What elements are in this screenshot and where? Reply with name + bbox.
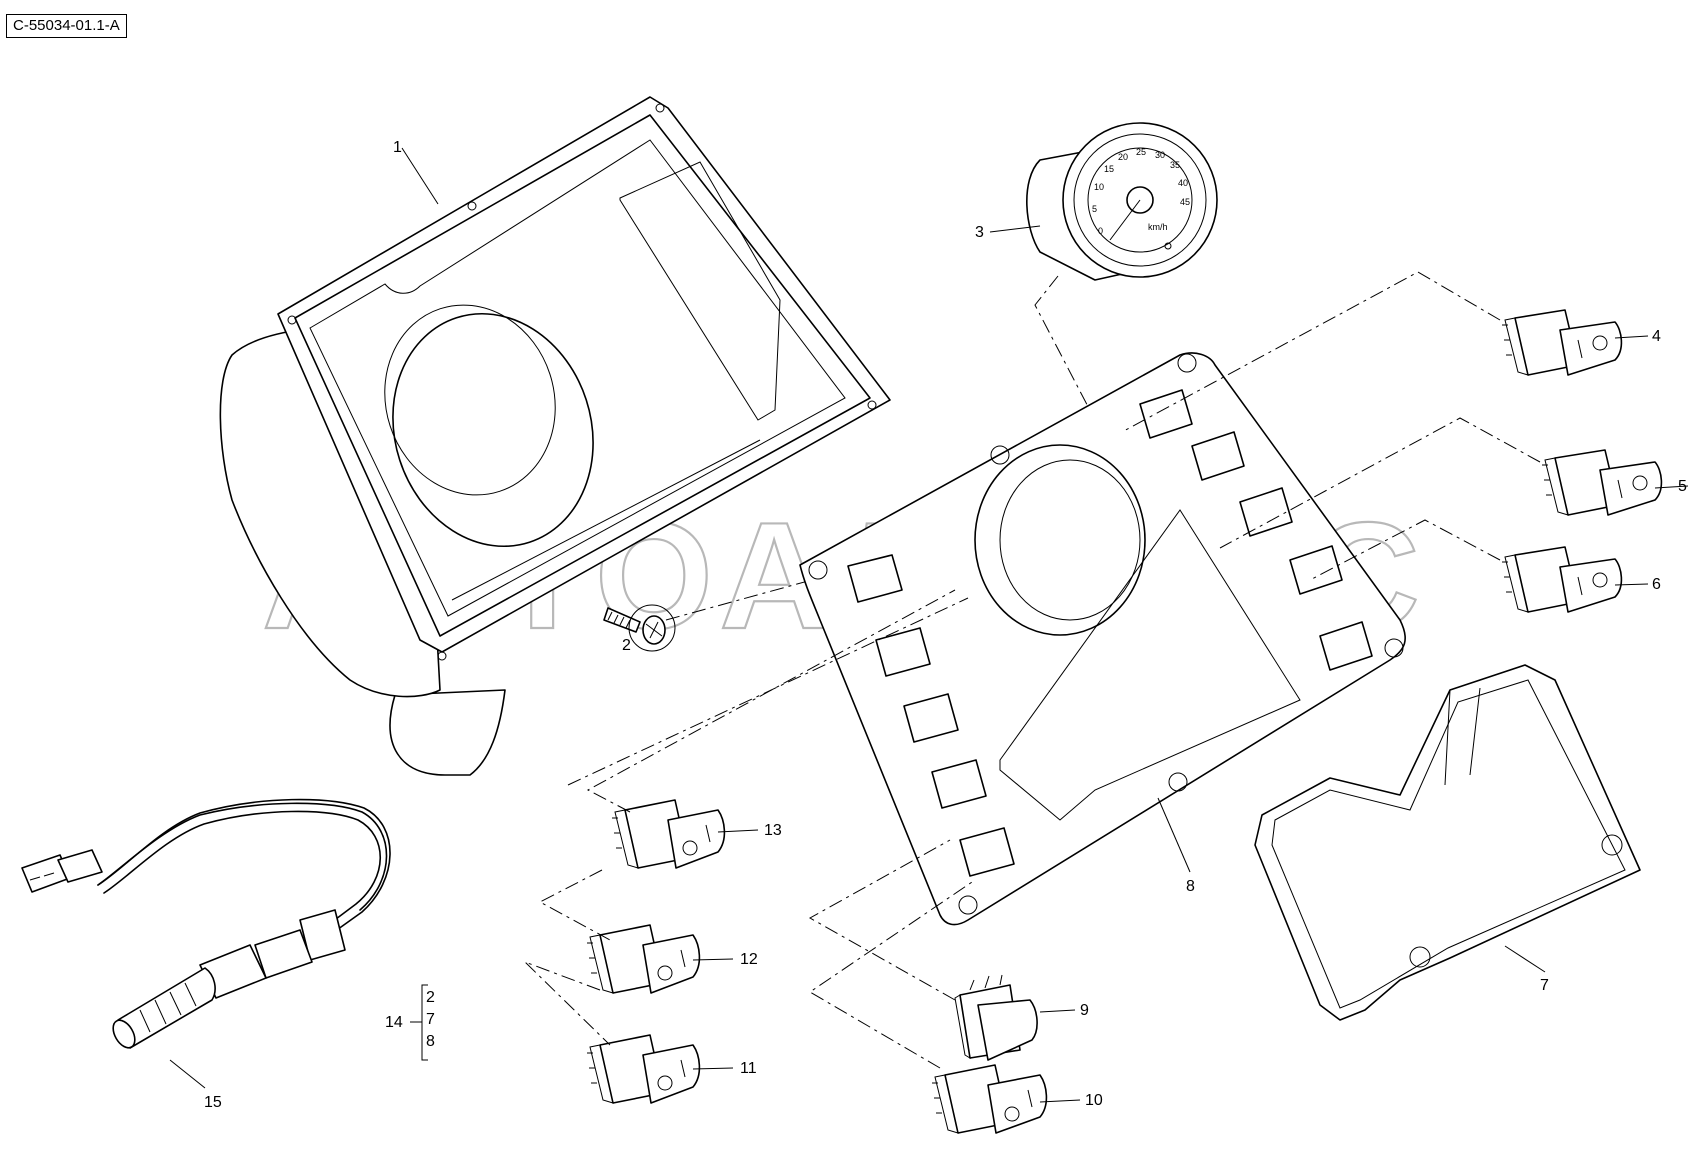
group-14-item-8: 8: [426, 1033, 435, 1050]
group-14-label: 14: [385, 1014, 403, 1031]
group-14-item-7: 7: [426, 1011, 435, 1028]
gauge-scale-10: 10: [1094, 182, 1104, 192]
gauge-scale-40: 40: [1178, 178, 1188, 188]
callout-9: 9: [1080, 1002, 1089, 1019]
callout-6: 6: [1652, 576, 1661, 593]
group-14-item-2: 2: [426, 989, 435, 1006]
gauge-scale-30: 30: [1155, 150, 1165, 160]
callout-11: 11: [740, 1060, 757, 1077]
part-5-rocker-switch: [1542, 449, 1663, 516]
part-13-rocker-switch: [612, 799, 726, 869]
gauge-scale-35: 35: [1170, 160, 1180, 170]
part-3-speedometer: 0 5 10 15 20 25 30 35 40 45 km/h: [1026, 122, 1218, 281]
part-7-rear-cover: [1254, 664, 1641, 1021]
gauge-scale-25: 25: [1136, 147, 1146, 157]
callout-8: 8: [1186, 878, 1195, 895]
callout-4: 4: [1652, 328, 1661, 345]
callout-3: 3: [975, 224, 984, 241]
part-6-rocker-switch: [1502, 546, 1623, 613]
group-14-bracket: [410, 984, 428, 1061]
part-1-instrument-housing: [219, 96, 891, 776]
gauge-scale-20: 20: [1118, 152, 1128, 162]
gauge-unit: km/h: [1148, 222, 1168, 232]
gauge-scale-45: 45: [1180, 197, 1190, 207]
gauge-scale-5: 5: [1092, 204, 1097, 214]
callout-2: 2: [622, 637, 631, 654]
part-4-rocker-switch: [1502, 309, 1623, 376]
part-2-screw: [603, 604, 676, 652]
gauge-scale-0: 0: [1098, 226, 1103, 236]
callout-1: 1: [393, 139, 402, 156]
part-9-blank-plug: [954, 974, 1038, 1061]
callout-10: 10: [1085, 1092, 1103, 1109]
part-12-rocker-switch: [587, 924, 701, 994]
callout-7: 7: [1540, 977, 1549, 994]
part-15-speed-sensor: [21, 798, 391, 1049]
part-11-rocker-switch: [587, 1034, 701, 1104]
callout-5: 5: [1678, 478, 1687, 495]
drawing-reference-label: C-55034-01.1-A: [6, 14, 127, 38]
gauge-scale-15: 15: [1104, 164, 1114, 174]
part-10-rocker-switch: [932, 1064, 1048, 1134]
part-8-dash-panel: [799, 352, 1406, 926]
callout-15: 15: [204, 1094, 222, 1111]
callout-12: 12: [740, 951, 758, 968]
callout-13: 13: [764, 822, 782, 839]
